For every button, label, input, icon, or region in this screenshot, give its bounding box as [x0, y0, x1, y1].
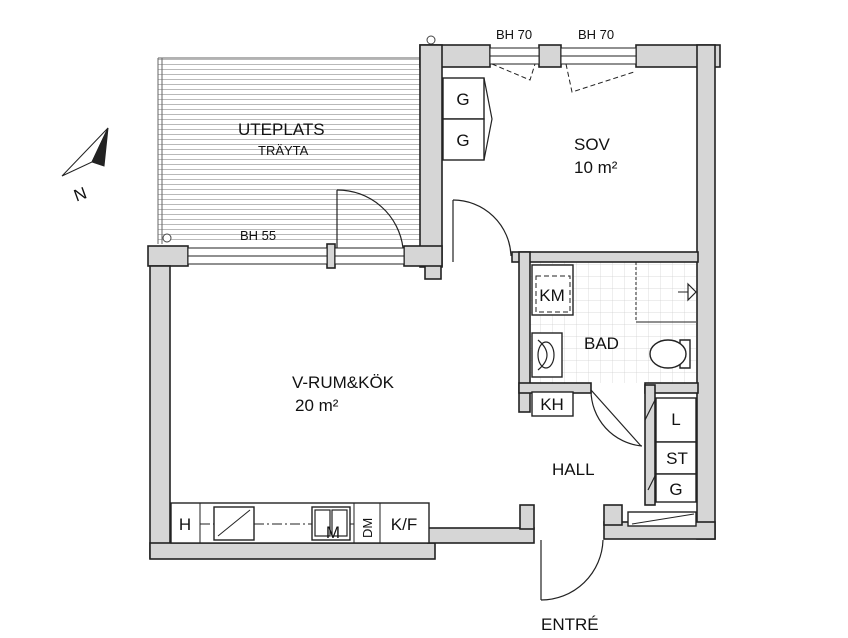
bedroom-door[interactable] [452, 199, 512, 262]
bedroom-area: 10 m² [574, 158, 618, 177]
window-bedroom-right-label: BH 70 [578, 27, 614, 42]
shower [635, 262, 697, 323]
window-bedroom-left-label: BH 70 [496, 27, 532, 42]
window-bedroom-left [489, 47, 540, 81]
hall-cabinet-label: KH [540, 395, 564, 414]
microwave: M [326, 523, 340, 542]
compass-label: N [71, 183, 89, 205]
cleaning-label: ST [666, 449, 688, 468]
terrace-door[interactable] [334, 189, 405, 265]
window-living-label: BH 55 [240, 228, 276, 243]
kitchen-sink [311, 506, 351, 541]
entrance-door[interactable] [540, 539, 604, 601]
hall-wardrobe-label: G [669, 480, 682, 499]
bathroom-door[interactable] [590, 389, 643, 447]
bedroom-label: SOV [574, 135, 611, 154]
hall-shelf [627, 511, 697, 527]
linen-label: L [671, 410, 680, 429]
living-area: 20 m² [295, 396, 339, 415]
hall-label: HALL [552, 460, 595, 479]
entrance-label: ENTRÉ [541, 615, 599, 634]
sink [531, 332, 563, 378]
walls [147, 44, 721, 560]
microwave-label: M [326, 523, 340, 542]
wardrobe-1-label: G [456, 90, 469, 109]
linen-closet: L [655, 397, 697, 443]
stove: H [179, 515, 191, 534]
wardrobe-1: G [442, 77, 485, 120]
terrace [157, 35, 436, 244]
wardrobe-2: G [442, 118, 485, 161]
toilet [649, 339, 691, 369]
hob [213, 506, 255, 541]
washer: KM [531, 264, 574, 316]
bathroom-label: BAD [584, 334, 619, 353]
living-label: V-RUM&KÖK [292, 373, 395, 392]
dishwasher: DM [360, 518, 375, 538]
washer-label: KM [539, 286, 565, 305]
hall-cabinet: KH [531, 391, 574, 417]
stove-label: H [179, 515, 191, 534]
wardrobe-2-label: G [456, 131, 469, 150]
fridge-freezer: K/F [391, 515, 417, 534]
window-living [187, 247, 328, 265]
fridge-freezer-label: K/F [391, 515, 417, 534]
window-bedroom-right [560, 47, 637, 93]
compass-icon: N [61, 127, 109, 205]
dishwasher-label: DM [360, 518, 375, 538]
terrace-label: UTEPLATS [238, 120, 325, 139]
hall-wardrobe: G [655, 473, 697, 503]
terrace-material-label: TRÄYTA [258, 143, 309, 158]
cleaning-closet: ST [655, 441, 697, 475]
